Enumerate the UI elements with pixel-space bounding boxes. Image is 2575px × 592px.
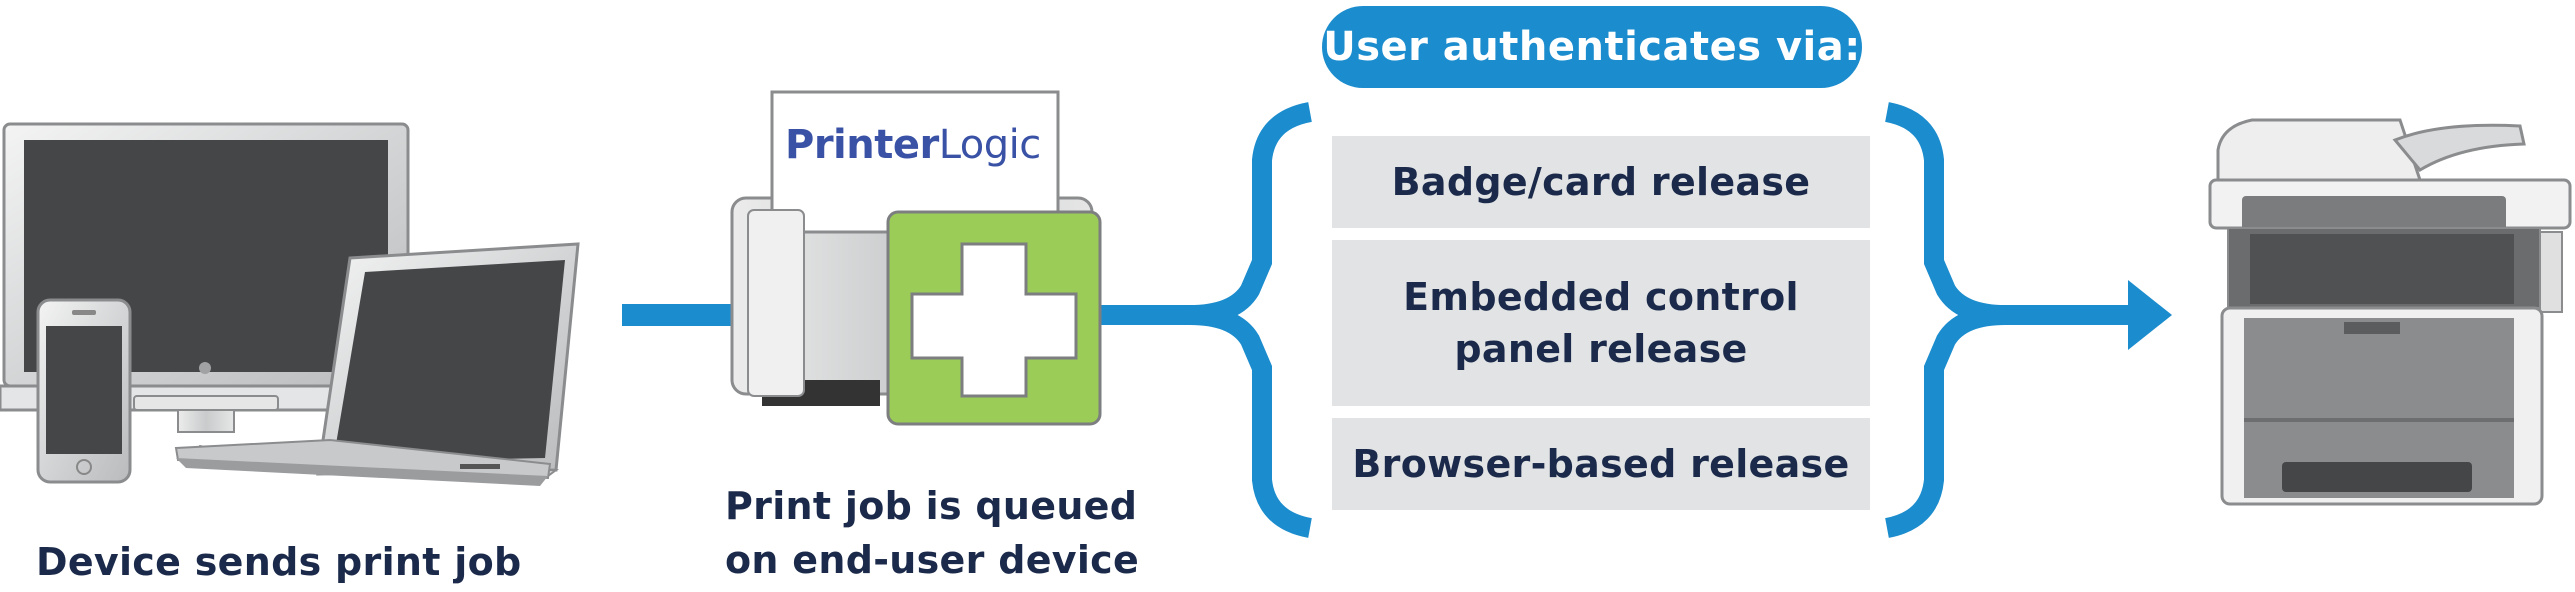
printerlogic-logo: PrinterLogic	[785, 122, 1041, 168]
arrow-right-icon	[2128, 280, 2172, 350]
connector-line-left	[622, 304, 740, 326]
queue-caption-line1: Print job is queued	[725, 484, 1138, 528]
option-label-line2: panel release	[1454, 327, 1748, 371]
device-caption: Device sends print job	[36, 540, 522, 584]
option-embedded-panel-release: Embedded control panel release	[1332, 240, 1870, 406]
option-label: Badge/card release	[1391, 160, 1811, 204]
option-browser-based-release: Browser-based release	[1332, 418, 1870, 510]
smartphone-icon	[36, 298, 132, 484]
bracket-left-top	[1100, 102, 1313, 325]
bracket-right-bottom	[1884, 305, 2006, 538]
laptop-icon	[174, 242, 580, 486]
queue-caption-line2: on end-user device	[725, 538, 1140, 582]
option-label: Browser-based release	[1352, 442, 1850, 486]
plus-icon	[886, 210, 1102, 426]
multifunction-printer-icon	[2208, 118, 2572, 506]
option-label-line1: Embedded control	[1403, 275, 1799, 319]
auth-title-badge: User authenticates via:	[1322, 6, 1862, 88]
option-badge-card-release: Badge/card release	[1332, 136, 1870, 228]
bracket-right-top	[1884, 102, 2140, 325]
bracket-left-bottom	[1189, 305, 1313, 538]
